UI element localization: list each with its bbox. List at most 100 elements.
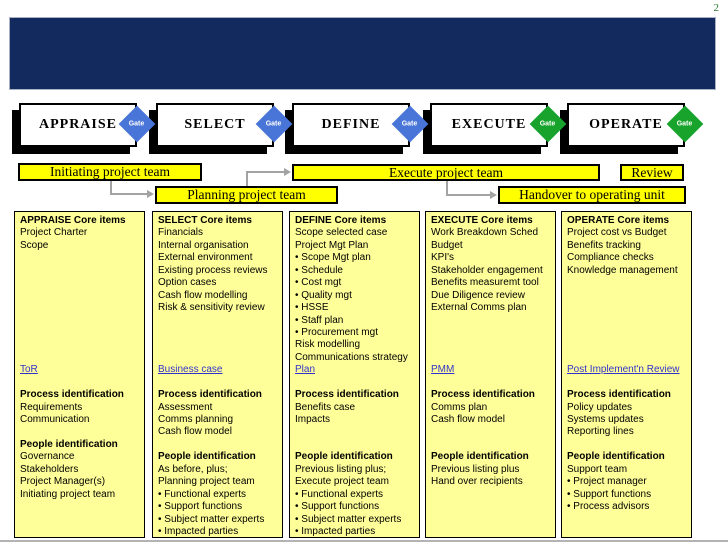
column-row: • HSSE [295, 302, 329, 314]
column-link[interactable]: Post Implement'n Review [567, 364, 680, 376]
column-row: Budget [431, 239, 463, 251]
flow-arrow-segment [246, 171, 284, 173]
column-row [567, 327, 691, 339]
column-row: • Support functions [295, 501, 380, 513]
column-heading: Process identification [20, 389, 124, 401]
column-row: Hand over recipients [431, 476, 523, 488]
column-row: External Comms plan [431, 302, 527, 314]
bar-planning-project-team: Planning project team [155, 186, 338, 204]
gate-label: Gate [540, 120, 556, 128]
column-row [567, 352, 691, 364]
footer-divider [0, 540, 728, 542]
column-row [567, 277, 691, 289]
column-row: Financials [158, 227, 204, 239]
column-row: Reporting lines [567, 426, 634, 438]
column-row: Due Diligence review [431, 289, 525, 301]
column-row [567, 302, 691, 314]
column-row [20, 339, 144, 351]
gate-label: Gate [677, 120, 693, 128]
column-row: • Staff plan [295, 314, 344, 326]
column-row [158, 339, 282, 351]
flow-arrow-head-icon [284, 168, 291, 176]
column-row [20, 265, 144, 277]
column-row: Comms planning [158, 414, 234, 425]
title-banner [9, 17, 716, 90]
column-row [431, 377, 555, 389]
column-row [431, 315, 555, 327]
column-row [431, 352, 555, 364]
flow-arrow-head-icon [490, 191, 497, 199]
column-row: • Functional experts [158, 488, 246, 500]
column-row: Knowledge management [567, 264, 678, 276]
bar-execute-project-team: Execute project team [292, 164, 600, 181]
column-heading: SELECT Core items [158, 215, 252, 226]
column-link[interactable]: PMM [431, 364, 455, 376]
phase-box-operate: OPERATE [567, 103, 685, 147]
phase-box-define: DEFINE [292, 103, 410, 147]
column-row [431, 339, 555, 351]
page-number: 2 [713, 2, 720, 14]
column-row [20, 426, 144, 438]
bar-initiating-project-team: Initiating project team [18, 163, 202, 181]
bar-review: Review [620, 164, 684, 181]
column-heading: People identification [567, 451, 665, 463]
column-row: Stakeholder engagement [431, 264, 543, 276]
column-heading: People identification [295, 451, 393, 463]
column-row: Scope [20, 239, 49, 251]
column-heading: Process identification [431, 389, 535, 401]
column-row: Stakeholders [20, 463, 79, 475]
column-heading: People identification [431, 451, 529, 463]
column-row: Initiating project team [20, 488, 116, 500]
column-heading: APPRAISE Core items [20, 215, 126, 226]
column-row: Scope selected case [295, 227, 388, 239]
column-row: Policy updates [567, 401, 633, 413]
column-row: Project cost vs Budget [567, 227, 667, 239]
column-row: Requirements [20, 401, 83, 413]
bar-handover-to-operating-unit: Handover to operating unit [498, 186, 686, 204]
column-row [158, 352, 282, 364]
column-row [295, 439, 419, 451]
column-row [20, 290, 144, 302]
column-row [158, 377, 282, 389]
phase-label: SELECT [184, 117, 246, 132]
column-row [431, 439, 555, 451]
column-row: • Schedule [295, 264, 343, 276]
gate-label: Gate [266, 120, 282, 128]
column-heading: People identification [158, 451, 256, 463]
column-row: Previous listing plus [431, 463, 520, 475]
column-row [295, 426, 419, 438]
column-row: Governance [20, 451, 75, 463]
column-row: Systems updates [567, 414, 644, 425]
phase-box-execute: EXECUTE [430, 103, 548, 147]
column-row: Impacts [295, 414, 331, 425]
column-row: • Quality mgt [295, 289, 352, 301]
column-row: Benefits tracking [567, 239, 641, 251]
column-link[interactable]: Business case [158, 364, 223, 376]
column-row: Project Mgt Plan [295, 239, 369, 251]
column-row: Comms plan [431, 401, 488, 413]
column-link[interactable]: ToR [20, 364, 38, 376]
column-row: • Impacted parties [295, 525, 376, 537]
column-row [567, 439, 691, 451]
column-row: • Procurement mgt [295, 326, 378, 338]
column-row: • Cost mgt [295, 277, 342, 289]
column-row [20, 277, 144, 289]
column-row [158, 315, 282, 327]
gate-label: Gate [129, 120, 145, 128]
column-row: Risk & sensitivity review [158, 302, 265, 314]
column-row [158, 327, 282, 339]
column-row: Benefits case [295, 401, 356, 413]
column-heading: Process identification [567, 389, 671, 401]
column-row: Cash flow model [158, 426, 232, 438]
column-heading: EXECUTE Core items [431, 215, 533, 226]
column-row: Benefits measuremt tool [431, 277, 539, 289]
column-link[interactable]: Plan [295, 364, 316, 376]
column-row [431, 327, 555, 339]
phase-label: OPERATE [589, 117, 663, 132]
column-row [431, 426, 555, 438]
column-heading: People identification [20, 438, 118, 450]
column-row: Execute project team [295, 476, 389, 488]
